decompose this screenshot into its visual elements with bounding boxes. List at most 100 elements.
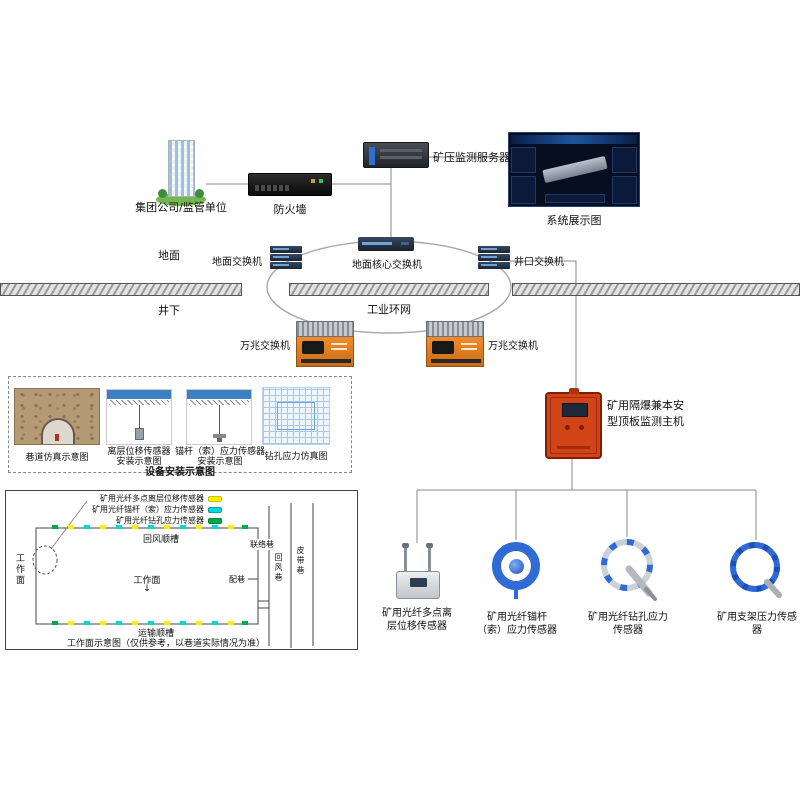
- roadway-sim-caption: 巷道仿真示意图: [25, 453, 89, 463]
- sensor-marks-bottom: [52, 621, 248, 625]
- roof-hatch: [189, 400, 249, 405]
- host-inner-frame: [550, 397, 597, 454]
- server-slot: [380, 149, 422, 152]
- left-face-label: 工作面: [14, 553, 24, 586]
- ground-bar-left: [0, 283, 242, 296]
- port-strip: [301, 359, 351, 363]
- host-lug: [569, 388, 579, 394]
- anchor-nut: [217, 438, 222, 442]
- legend-row-anchor: 矿用光纤锚杆（索）应力传感器: [64, 504, 222, 515]
- wellhead-switch-icon: [478, 246, 510, 270]
- switch-body: [426, 337, 484, 367]
- ground-bar-right: [512, 283, 800, 296]
- switch-display: [432, 341, 454, 354]
- antenna-rod: [404, 546, 407, 572]
- sensor4-label-line1: 矿用支架压力传感: [717, 612, 797, 623]
- sensor2-label-line1: 矿用光纤锚杆: [487, 612, 547, 623]
- fiber-coil: [492, 542, 540, 590]
- sensor4-label-line2: 器: [752, 625, 762, 636]
- building-label: 集团公司/监管单位: [135, 201, 227, 214]
- bottom-lane-label: 运输顺槽: [137, 629, 174, 639]
- server-icon: [363, 142, 429, 168]
- legend-swatch-cyan: [208, 506, 222, 513]
- 10g-switch-right-label: 万兆交换机: [488, 341, 538, 352]
- switch-unit: [478, 246, 510, 253]
- wellhead-switch-label: 井口交换机: [514, 257, 564, 268]
- image-title-bar: [187, 390, 251, 399]
- antenna-tip: [426, 543, 433, 548]
- legend-label: 矿用光纤钻孔应力传感器: [116, 516, 204, 525]
- sensor-marks-top: [52, 525, 248, 529]
- firewall-icon: [248, 173, 332, 196]
- workface-box: 矿用光纤多点离层位移传感器 矿用光纤锚杆（索）应力传感器 矿用光纤钻孔应力传感器…: [5, 490, 358, 650]
- ports: [255, 185, 291, 191]
- underground-label: 井下: [158, 304, 180, 317]
- host-button: [565, 425, 570, 430]
- anchor-install-caption-1: 锚杆（索）应力传感器: [174, 447, 265, 457]
- switch-front-stripe: [401, 242, 409, 245]
- server-led-panel: [369, 147, 375, 165]
- host-label-line2: 型顶板监测主机: [607, 415, 684, 428]
- host-button: [579, 425, 584, 430]
- 10g-switch-left-label: 万兆交换机: [240, 341, 290, 352]
- sensor-borehole-stress-icon: [597, 537, 661, 603]
- switch-display: [302, 341, 324, 354]
- anchor-install-image: [186, 389, 252, 445]
- screenshot-3d-model: [542, 155, 608, 184]
- server-slot: [380, 156, 422, 159]
- heatsink-fins: [426, 321, 484, 337]
- heatsink-fins: [296, 321, 354, 337]
- sensor-body: [396, 571, 440, 599]
- core-switch-icon: [358, 237, 414, 251]
- monitoring-host-icon: [545, 388, 602, 459]
- workface-lines: [32, 500, 314, 648]
- system-display-screenshot: [508, 132, 640, 207]
- screenshot-panel: [511, 176, 536, 204]
- displacement-install-caption-2: 安装示意图: [116, 457, 162, 467]
- anchor-rod: [219, 405, 220, 434]
- tunnel-arch: [41, 418, 75, 444]
- screenshot-panel: [545, 194, 605, 203]
- anchor-plate: [213, 434, 226, 438]
- sensor3-label-line1: 矿用光纤钻孔应力: [588, 612, 668, 623]
- antenna-tip: [402, 543, 409, 548]
- screenshot-panel: [511, 147, 536, 173]
- switch-unit: [478, 262, 510, 269]
- sensor-body: [135, 428, 144, 440]
- sensor-support-pressure-icon: [727, 540, 787, 602]
- server-label: 矿压监测服务器: [433, 151, 510, 164]
- sensor-displacement-icon: [391, 543, 445, 601]
- anchor-install-caption-2: 安装示意图: [197, 457, 243, 467]
- label-line: [331, 348, 347, 350]
- figure-dot: [55, 434, 59, 441]
- screenshot-panel: [612, 147, 637, 173]
- switch-body: [296, 337, 354, 367]
- host-display: [562, 403, 588, 417]
- cable-tail: [514, 590, 518, 599]
- sensor1-label-line1: 矿用光纤多点离: [382, 608, 452, 619]
- legend-swatch-yellow: [208, 495, 222, 502]
- workface-caption: 工作面示意图（仅供参考，以巷道实际情况为准）: [66, 639, 265, 649]
- legend-label: 矿用光纤多点离层位移传感器: [100, 494, 204, 503]
- center-face-label: 工作面: [133, 576, 161, 586]
- dist-lane-label: 配巷: [228, 574, 246, 585]
- switch-unit: [270, 254, 302, 261]
- sensor-display: [410, 578, 427, 587]
- label-line: [461, 348, 477, 350]
- sensor2-label-line2: （索）应力传感器: [477, 625, 557, 636]
- legend-swatch-green: [208, 517, 222, 524]
- install-diagrams-box: [8, 376, 352, 473]
- sensor1-label-line2: 层位移传感器: [387, 621, 447, 632]
- legend-row-displacement: 矿用光纤多点离层位移传感器: [64, 493, 222, 504]
- firewall-label: 防火墙: [273, 203, 307, 216]
- legend-row-borehole: 矿用光纤钻孔应力传感器: [64, 515, 222, 526]
- switch-unit: [270, 262, 302, 269]
- displacement-install-image: [106, 389, 172, 445]
- switch-front-stripe: [362, 242, 392, 245]
- label-line: [331, 343, 347, 345]
- ring-label: 工业环网: [367, 303, 411, 316]
- ground-label: 地面: [158, 249, 180, 262]
- return-lane-label: 回风巷: [274, 553, 283, 583]
- switch-unit: [270, 246, 302, 253]
